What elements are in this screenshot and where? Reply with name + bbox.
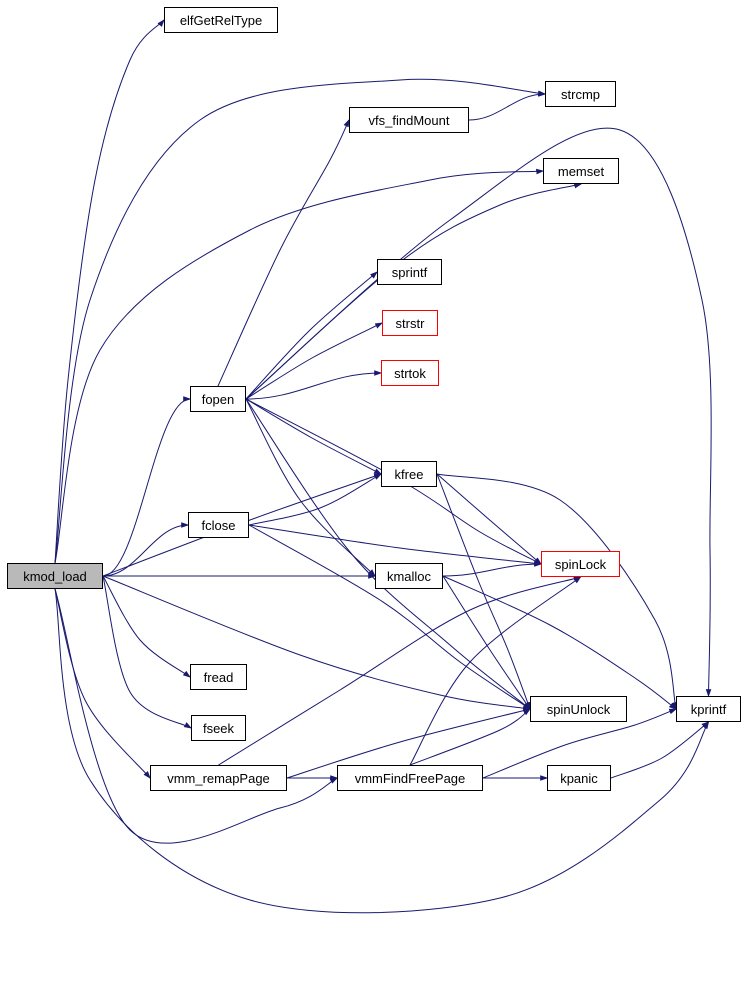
node-label-kmalloc: kmalloc [386, 568, 432, 584]
node-label-fopen: fopen [201, 391, 235, 407]
edge-kmod_load-to-fopen [102, 396, 192, 577]
edge-fclose-to-kfree [248, 473, 383, 526]
node-vfs_findMount[interactable]: vfs_findMount [349, 107, 469, 133]
node-label-fseek: fseek [202, 720, 235, 736]
edge-kfree-to-spinLock [436, 473, 542, 565]
edge-kmod_load-to-spinUnlock [102, 575, 532, 711]
edge-fopen-to-sprintf [245, 271, 378, 400]
node-label-spinUnlock: spinUnlock [546, 701, 611, 717]
edge-fopen-to-kprintf [245, 127, 712, 698]
node-label-vmm_remapPage: vmm_remapPage [167, 770, 270, 786]
edge-kfree-to-spinUnlock [436, 473, 531, 711]
edge-vmmFindFreePage-to-kprintf [482, 708, 678, 779]
node-fclose[interactable]: fclose [188, 512, 249, 538]
edge-fopen-to-spinUnlock [245, 398, 531, 710]
edge-kmod_load-to-kfree [102, 473, 383, 577]
node-strstr[interactable]: strstr [382, 310, 438, 336]
node-label-vfs_findMount: vfs_findMount [368, 112, 450, 128]
edge-fopen-to-strstr [245, 322, 384, 400]
node-kfree[interactable]: kfree [381, 461, 437, 487]
edge-vmmFindFreePage-to-spinUnlock [409, 708, 531, 766]
node-label-sprintf: sprintf [391, 264, 428, 280]
edge-kpanic-to-kprintf [610, 721, 710, 779]
edge-vmm_remapPage-to-spinLock [218, 576, 582, 766]
node-label-fread: fread [203, 669, 234, 685]
edge-kfree-to-kprintf [436, 473, 678, 711]
node-strcmp[interactable]: strcmp [545, 81, 616, 107]
edge-fopen-to-kfree [245, 398, 383, 475]
node-spinLock[interactable]: spinLock [541, 551, 620, 577]
node-label-elfGetRelType: elfGetRelType [179, 12, 263, 28]
node-elfGetRelType[interactable]: elfGetRelType [164, 7, 278, 33]
edge-kmalloc-to-spinLock [442, 561, 543, 577]
node-kpanic[interactable]: kpanic [547, 765, 611, 791]
node-kprintf[interactable]: kprintf [676, 696, 741, 722]
node-sprintf[interactable]: sprintf [377, 259, 442, 285]
node-fseek[interactable]: fseek [191, 715, 246, 741]
edge-kmod_load-to-vmmFindFreePage [54, 588, 339, 844]
node-fread[interactable]: fread [190, 664, 247, 690]
edge-kmod_load-to-vmm_remapPage [54, 588, 151, 779]
node-label-strstr: strstr [395, 315, 425, 331]
edge-kmalloc-to-spinUnlock [442, 575, 531, 710]
node-label-vmmFindFreePage: vmmFindFreePage [354, 770, 466, 786]
edge-kmod_load-to-fseek [102, 575, 193, 729]
edge-fopen-to-vfs_findMount [217, 118, 350, 387]
node-label-strtok: strtok [394, 365, 426, 381]
edge-kmalloc-to-kprintf [442, 575, 677, 710]
edge-kmod_load-to-fread [102, 575, 191, 678]
node-label-kprintf: kprintf [690, 701, 727, 717]
edge-vmmFindFreePage-to-spinLock [409, 576, 582, 766]
edge-fopen-to-strtok [245, 370, 383, 400]
edge-fclose-to-spinUnlock [248, 524, 531, 710]
edge-kmod_load-to-memset [54, 168, 545, 564]
node-label-fclose: fclose [201, 517, 236, 533]
edge-kmod_load-to-fclose [102, 522, 190, 577]
node-label-strcmp: strcmp [561, 86, 600, 102]
node-vmmFindFreePage[interactable]: vmmFindFreePage [337, 765, 483, 791]
edge-kmod_load-to-elfGetRelType [54, 19, 165, 564]
edge-fopen-to-kmalloc [245, 398, 376, 577]
node-memset[interactable]: memset [543, 158, 619, 184]
edge-fopen-to-spinLock [245, 398, 543, 565]
node-label-kpanic: kpanic [560, 770, 598, 786]
node-kmod_load[interactable]: kmod_load [7, 563, 103, 589]
edge-kmod_load-to-kprintf [54, 588, 710, 914]
edge-vfs_findMount-to-strcmp [468, 91, 547, 121]
node-strtok[interactable]: strtok [381, 360, 439, 386]
node-label-kfree: kfree [394, 466, 424, 482]
node-label-spinLock: spinLock [554, 556, 607, 572]
node-kmalloc[interactable]: kmalloc [375, 563, 443, 589]
node-fopen[interactable]: fopen [190, 386, 246, 412]
node-vmm_remapPage[interactable]: vmm_remapPage [150, 765, 287, 791]
node-spinUnlock[interactable]: spinUnlock [530, 696, 627, 722]
edge-fclose-to-spinLock [248, 524, 543, 567]
node-label-memset: memset [557, 163, 605, 179]
edge-vmm_remapPage-to-spinUnlock [286, 707, 532, 779]
node-label-kmod_load: kmod_load [23, 568, 87, 584]
edge-kmod_load-to-strcmp [54, 78, 547, 564]
